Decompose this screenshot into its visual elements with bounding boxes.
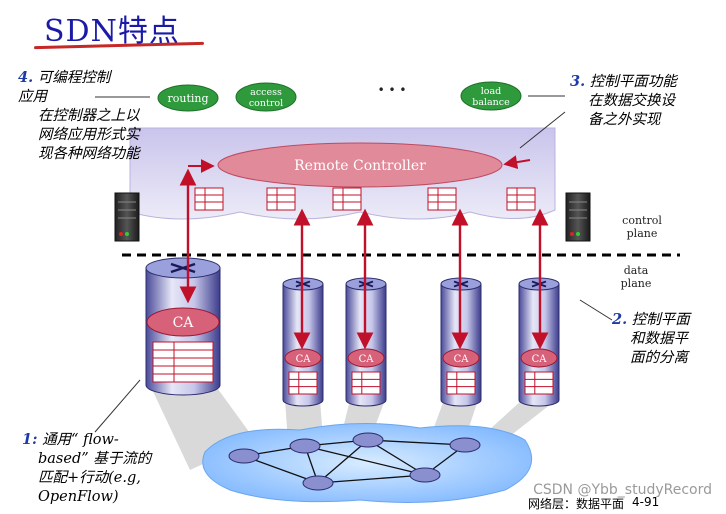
app-load-balance bbox=[460, 81, 522, 111]
app-routing bbox=[157, 84, 219, 112]
app-ellipsis: • • • bbox=[378, 83, 407, 97]
ca-agent bbox=[146, 307, 220, 337]
ca-label: CA bbox=[296, 354, 312, 365]
flow-table bbox=[524, 371, 554, 395]
server-left-icon bbox=[114, 192, 140, 242]
controller-label: Remote Controller bbox=[294, 158, 426, 174]
app-load-label-2: balance bbox=[472, 97, 510, 108]
app-access-label-2: control bbox=[249, 98, 283, 109]
note-2: 2. 控制平面 和数据平 面的分离 bbox=[612, 311, 690, 366]
leader-line-1 bbox=[94, 379, 141, 433]
ca-label: CA bbox=[359, 354, 375, 365]
flow-table bbox=[288, 371, 318, 395]
footer-chapter: 网络层：数据平面 bbox=[528, 497, 625, 511]
control-arrows bbox=[179, 168, 549, 350]
ca-label: CA bbox=[532, 354, 548, 365]
ca-label: CA bbox=[454, 354, 470, 365]
flow-table bbox=[351, 371, 381, 395]
data-plane-switches: CA CA CA CA CA bbox=[145, 257, 560, 407]
server-right-icon bbox=[565, 192, 591, 242]
ca-label: CA bbox=[173, 315, 195, 331]
note-3: 3. 控制平面功能 在数据交换设 备之外实现 bbox=[570, 73, 677, 128]
watermark: CSDN @Ybb_studyRecord bbox=[533, 482, 712, 498]
controller-arrow-right bbox=[503, 155, 531, 170]
flow-table bbox=[152, 341, 214, 383]
note-1: 1: 通用“ flow- based” 基于流的 匹配+行动(e.g, Open… bbox=[22, 431, 152, 505]
remote-controller bbox=[217, 142, 503, 188]
flow-table bbox=[446, 371, 476, 395]
switch-1: CA bbox=[145, 257, 221, 396]
footer-page-number: 4-91 bbox=[632, 495, 660, 509]
leader-line-3b bbox=[519, 111, 566, 149]
app-access-control bbox=[235, 82, 297, 112]
switch-2: CA bbox=[282, 277, 324, 407]
app-access-label-1: access bbox=[250, 87, 282, 98]
app-load-label-1: load bbox=[481, 86, 502, 97]
network-switches bbox=[228, 432, 481, 491]
note-4: 4. 可编程控制 应用 在控制器之上以 网络应用形式实 现各种网络功能 bbox=[18, 69, 140, 162]
leader-line-2 bbox=[579, 299, 613, 321]
app-routing-label: routing bbox=[167, 92, 208, 105]
network-cloud bbox=[202, 422, 533, 503]
control-tables bbox=[194, 187, 536, 211]
